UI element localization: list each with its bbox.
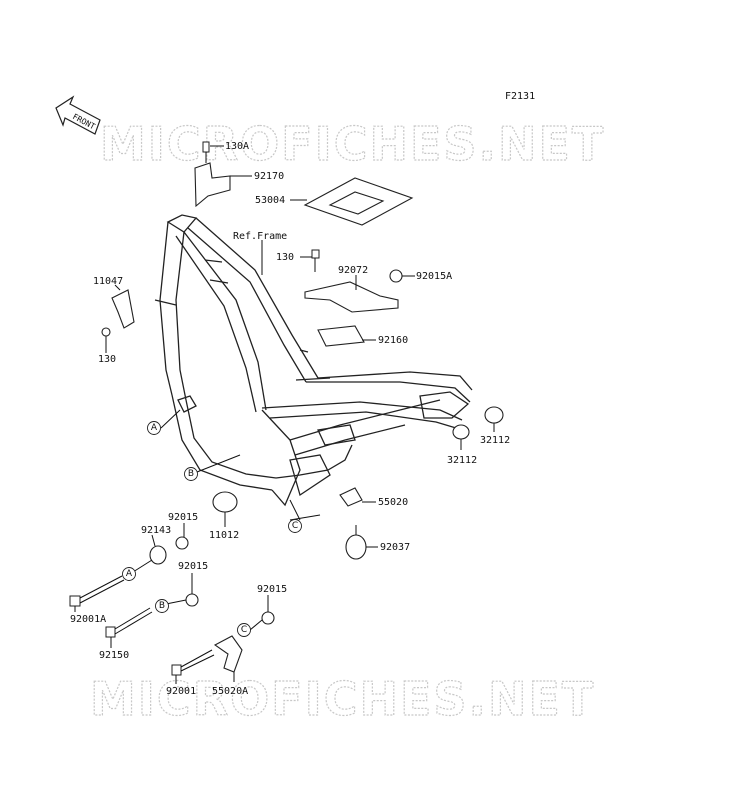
label-53004: 53004 xyxy=(255,195,285,206)
label-11047: 11047 xyxy=(93,276,123,287)
part-55020A-bracket xyxy=(213,635,243,673)
part-92072-bracket xyxy=(304,281,399,313)
callout-C-frame: C xyxy=(288,519,302,533)
part-130-bolt-left xyxy=(101,327,111,350)
frame-drawing xyxy=(154,214,473,507)
part-92015-nut-c xyxy=(261,611,275,625)
label-130A: 130A xyxy=(225,141,249,152)
label-92143: 92143 xyxy=(141,525,171,536)
label-11012: 11012 xyxy=(209,530,239,541)
label-92160: 92160 xyxy=(378,335,408,346)
callout-A-bolt: A xyxy=(122,567,136,581)
label-ref-frame: Ref.Frame xyxy=(233,231,287,242)
svg-text:A: A xyxy=(151,423,158,433)
part-130-bolt-top xyxy=(311,249,320,272)
part-11012-grommet xyxy=(212,491,238,513)
part-11047-bracket xyxy=(111,289,135,329)
label-92015A: 92015A xyxy=(416,271,452,282)
svg-text:B: B xyxy=(159,601,165,611)
svg-text:C: C xyxy=(292,521,298,531)
label-92150: 92150 xyxy=(99,650,129,661)
label-130-top: 130 xyxy=(276,252,294,263)
label-55020: 55020 xyxy=(378,497,408,508)
label-92001A: 92001A xyxy=(70,614,106,625)
part-92160-strip xyxy=(317,325,365,347)
part-32112-cap-a xyxy=(484,406,504,424)
svg-text:A: A xyxy=(126,569,133,579)
part-92170-bracket xyxy=(194,162,231,208)
part-55020-clamp xyxy=(339,487,363,507)
label-92001: 92001 xyxy=(166,686,196,697)
figure-code: F2131 xyxy=(505,91,535,102)
callout-B-frame: B xyxy=(184,467,198,481)
label-92037: 92037 xyxy=(380,542,410,553)
label-32112-b: 32112 xyxy=(447,455,477,466)
watermark-bottom: MICROFICHES.NET xyxy=(90,672,595,726)
part-92015-nut-b xyxy=(185,593,199,607)
part-92001A-bolt xyxy=(69,575,125,607)
label-92072: 92072 xyxy=(338,265,368,276)
leader-lines xyxy=(74,145,495,684)
svg-text:B: B xyxy=(188,469,194,479)
part-92150-bolt xyxy=(105,607,153,638)
label-92170: 92170 xyxy=(254,171,284,182)
part-53004-pad xyxy=(303,177,414,226)
label-92015-c: 92015 xyxy=(257,584,287,595)
callout-C-bolt: C xyxy=(237,623,251,637)
front-arrow-icon: FRONT xyxy=(55,95,101,135)
label-32112-a: 32112 xyxy=(480,435,510,446)
label-92015-a: 92015 xyxy=(168,512,198,523)
part-92015-nut-a xyxy=(175,536,189,550)
part-32112-cap-b xyxy=(452,424,470,440)
label-130-left: 130 xyxy=(98,354,116,365)
svg-text:C: C xyxy=(241,625,247,635)
label-92015-b: 92015 xyxy=(178,561,208,572)
callout-A-frame: A xyxy=(147,421,161,435)
part-92037-clamp xyxy=(345,525,367,560)
part-92015A-nut xyxy=(389,269,403,283)
part-92143-collar xyxy=(149,545,167,565)
callout-B-bolt: B xyxy=(155,599,169,613)
watermark-top: MICROFICHES.NET xyxy=(100,117,605,171)
part-130A-bolt xyxy=(202,141,210,163)
label-55020A: 55020A xyxy=(212,686,248,697)
